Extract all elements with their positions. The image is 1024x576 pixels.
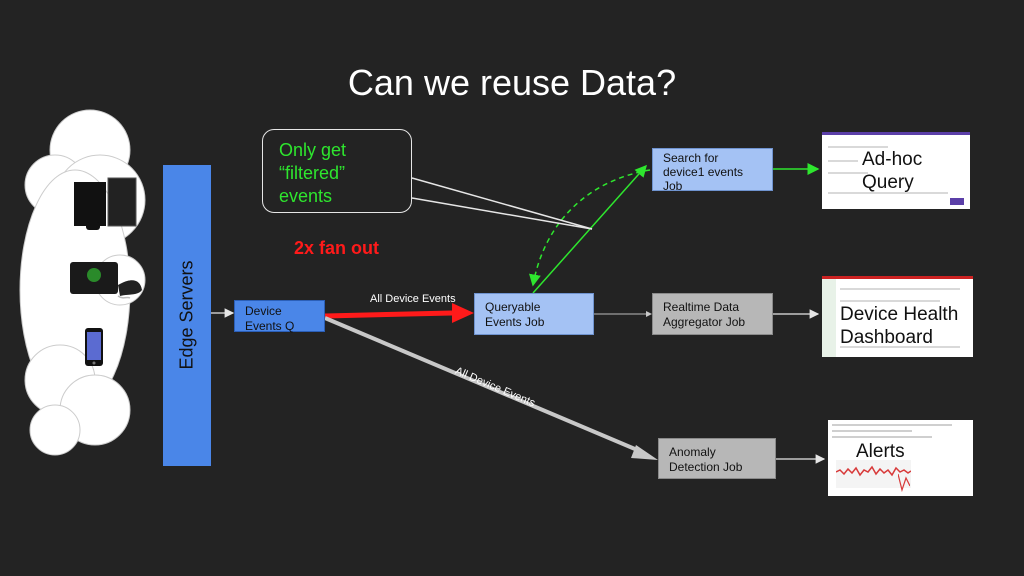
output-label-line: Dashboard xyxy=(840,327,933,348)
edge-servers-bar xyxy=(163,165,211,466)
screenshot-text-line xyxy=(840,300,940,302)
screenshot-header-bar xyxy=(822,132,970,135)
slide-title: Can we reuse Data? xyxy=(347,62,677,103)
device-health-dashboard-label: Device Health Dashboard xyxy=(840,303,958,349)
anomaly-detection-job-node: Anomaly Detection Job xyxy=(658,438,776,479)
callout-pointer-1 xyxy=(411,177,593,230)
screenshot-text-line xyxy=(832,436,932,438)
diag-arrowhead xyxy=(631,445,658,460)
alerts-spike xyxy=(898,473,910,493)
node-label-line: Device xyxy=(245,304,282,318)
search-to-queryable-dashed-arrow xyxy=(529,169,651,287)
fanout-label: 2x fan out xyxy=(294,238,380,258)
screenshot-text-line xyxy=(828,192,948,194)
node-label-line: Job xyxy=(663,179,683,193)
screenshot-header-bar xyxy=(822,276,973,279)
search-device1-events-job-node: Search for device1 events Job xyxy=(652,148,773,193)
screenshot-text-line xyxy=(832,424,952,426)
screenshot-text-line xyxy=(832,430,912,432)
node-label-line: Events Q xyxy=(245,319,295,333)
all-events-diag-arrow xyxy=(324,316,643,454)
screenshot-text-line xyxy=(828,160,858,162)
screenshot-text-line xyxy=(840,288,960,290)
node-label-line: Detection Job xyxy=(669,460,743,474)
node-label-line: Events Job xyxy=(485,315,545,329)
device-events-queue-node: Device Events Q xyxy=(234,300,325,333)
screenshot-text-line xyxy=(828,146,888,148)
red-arrowhead xyxy=(452,303,474,323)
screenshot-button xyxy=(950,198,964,205)
screenshot-text-line xyxy=(828,172,868,174)
filtered-events-callout: Only get “filtered” events xyxy=(262,129,412,213)
game-console-icon xyxy=(74,177,137,230)
screenshot-text-line xyxy=(840,346,960,348)
callout-line-3: events xyxy=(279,186,333,206)
smartphone-icon xyxy=(85,328,103,366)
output-label-line: Ad-hoc xyxy=(862,149,923,170)
output-label-line: Query xyxy=(862,172,914,193)
node-label-line: Search for xyxy=(663,151,719,165)
all-device-events-top-label: All Device Events xyxy=(370,293,456,305)
adhoc-query-screenshot: Ad-hoc Query xyxy=(822,132,970,209)
device-health-dashboard-screenshot: Device Health Dashboard xyxy=(822,276,973,357)
realtime-data-aggregator-job-node: Realtime Data Aggregator Job xyxy=(652,293,773,335)
output-label-line: Device Health xyxy=(840,304,959,325)
node-label-line: Queryable xyxy=(485,300,541,314)
alerts-label: Alerts xyxy=(856,441,905,462)
queryable-to-search-arrow xyxy=(532,164,647,294)
node-label-line: Aggregator Job xyxy=(663,315,746,329)
node-label-line: Anomaly xyxy=(669,445,716,459)
xbox-console-icon xyxy=(70,262,142,299)
queryable-events-job-node: Queryable Events Job xyxy=(474,293,594,335)
all-events-red-arrow xyxy=(324,310,453,319)
adhoc-query-label: Ad-hoc Query xyxy=(862,148,922,194)
callout-line-1: Only get xyxy=(279,140,347,160)
screenshot-sidebar xyxy=(822,279,836,357)
alerts-screenshot: Alerts xyxy=(828,420,973,496)
node-label-line: Realtime Data xyxy=(663,300,740,314)
callout-pointer-2 xyxy=(411,197,593,230)
callout-line-2: “filtered” xyxy=(279,163,346,183)
node-label-line: device1 events xyxy=(663,165,744,179)
